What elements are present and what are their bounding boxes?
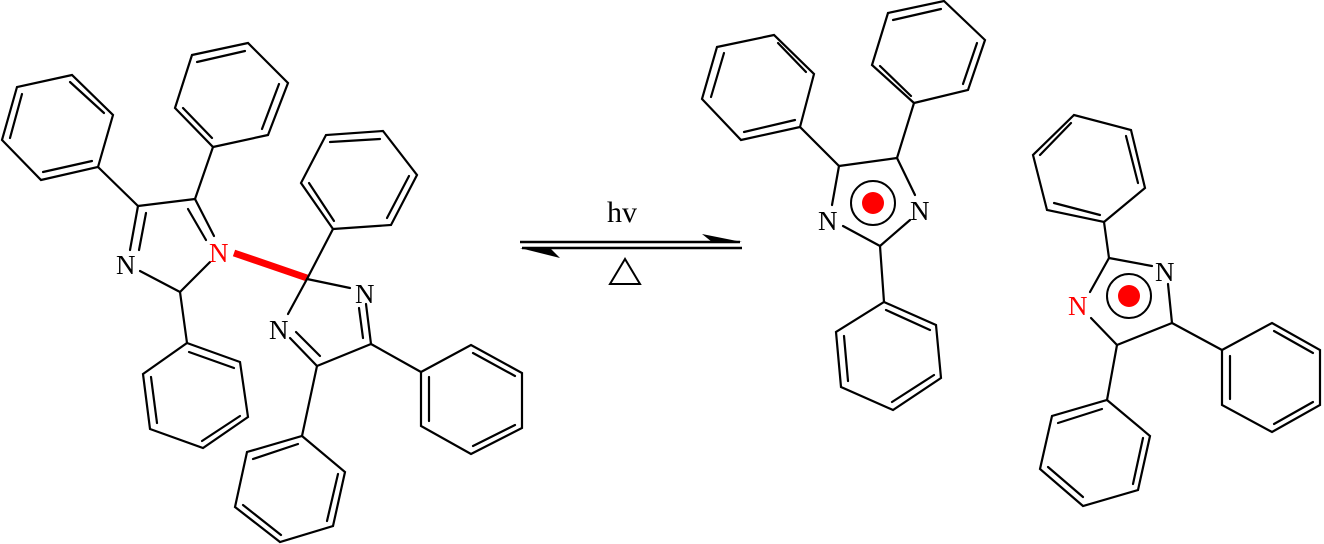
atom-n3-right: N [355, 279, 375, 309]
equilibrium-arrows: hv [520, 196, 742, 285]
phenyl-ring-c2-right [299, 129, 419, 281]
product-1-phenyl-bottom [834, 244, 943, 412]
phenyl-ring-c5-right [233, 364, 347, 544]
radical-dot-icon [1118, 285, 1140, 307]
left-imidazole-ring [128, 197, 216, 294]
product-1-radical: N N [700, 0, 987, 412]
product-2-phenyl-right [1170, 321, 1322, 434]
radical-dot-icon [862, 192, 884, 214]
product-1-phenyl-upper-left [700, 33, 841, 168]
phenyl-ring-c4-right [369, 342, 524, 456]
product-1-atom-n-left: N [818, 206, 838, 236]
phenyl-ring-c5-left [173, 41, 290, 201]
atom-n1-left: N [116, 250, 136, 280]
product-2-radical: N N [1031, 113, 1322, 508]
product-2-phenyl-bottom-left [1038, 343, 1152, 508]
product-2-phenyl-top [1031, 113, 1147, 260]
phenyl-ring-c2-left [141, 290, 250, 450]
radical-ring-circle [850, 180, 896, 226]
condition-hv-label: hv [607, 196, 637, 229]
atom-n3-left-highlighted: N [209, 238, 229, 268]
radical-ring-circle [1106, 273, 1152, 319]
product-2-imidazole-ring [1088, 256, 1174, 347]
atom-n1-right: N [269, 315, 289, 345]
product-1-imidazole-ring [830, 156, 917, 248]
highlighted-n-c-bond [232, 249, 309, 282]
product-2-atom-n-left-highlighted: N [1068, 291, 1088, 321]
heat-triangle-icon [608, 257, 642, 285]
phenyl-ring-c4-left [0, 73, 140, 208]
product-1-phenyl-upper-right [870, 0, 987, 160]
forward-arrowhead [702, 234, 742, 242]
product-1-atom-n-right: N [910, 196, 930, 226]
reverse-arrowhead [520, 248, 560, 258]
right-imidazole-ring [286, 277, 373, 368]
product-2-atom-n-top: N [1155, 257, 1175, 287]
reactant-habi-dimer: N N N N [0, 41, 524, 544]
